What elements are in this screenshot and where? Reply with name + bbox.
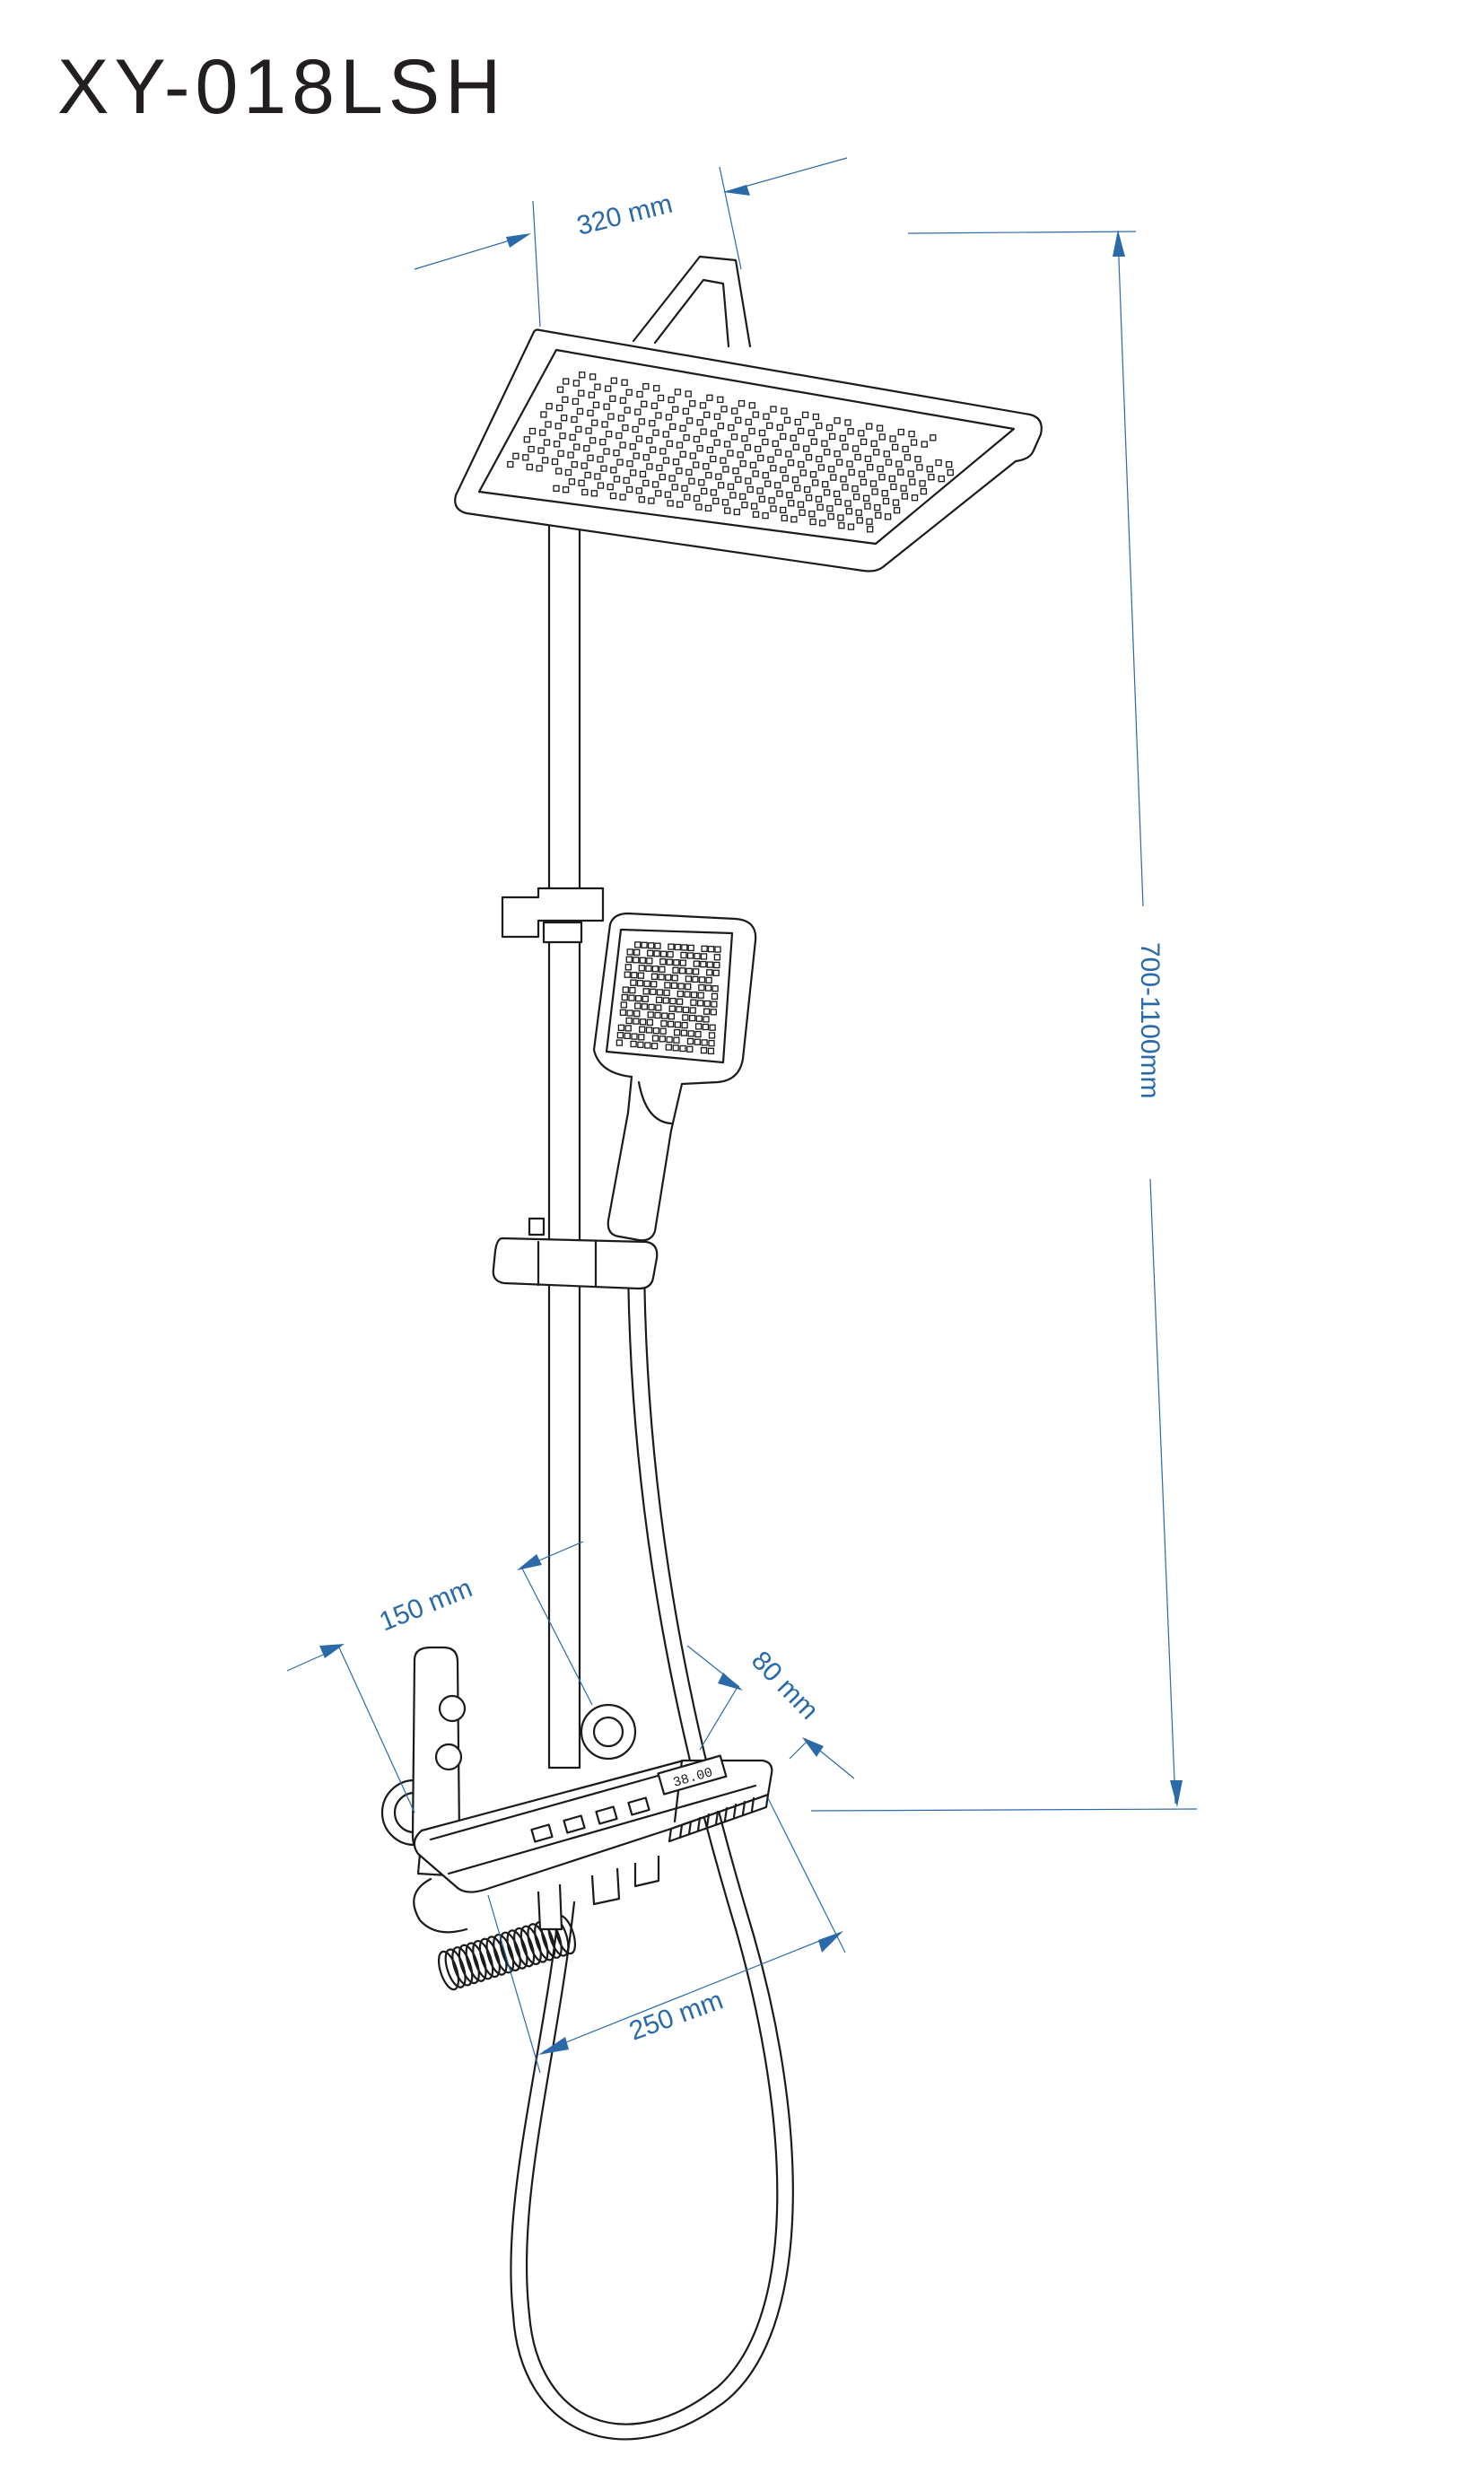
shower-arm bbox=[632, 255, 752, 348]
slide-bar-holder bbox=[492, 1217, 659, 1290]
bidet-sprayer bbox=[380, 1646, 468, 1934]
dimension-label-320: 320 mm bbox=[574, 189, 676, 241]
spray-holes bbox=[507, 371, 954, 533]
thermostatic-shelf: 38.00 bbox=[413, 1754, 773, 1931]
shower-hose bbox=[525, 1245, 779, 2425]
riser-pipe bbox=[547, 519, 581, 1770]
dimension-label-height: 700-1100mm bbox=[1135, 942, 1165, 1099]
dimension-label-80: 80 mm bbox=[746, 1646, 824, 1726]
function-button-2 bbox=[563, 1814, 586, 1834]
spiral-hose bbox=[437, 1914, 577, 1991]
page-title: XY-018LSH bbox=[57, 44, 507, 130]
hand-shower bbox=[592, 912, 757, 1242]
dimension-label-150: 150 mm bbox=[375, 1573, 476, 1637]
rain-shower-head bbox=[454, 328, 1043, 572]
function-button-3 bbox=[595, 1805, 618, 1825]
function-button-4 bbox=[627, 1796, 650, 1816]
dimension-label-250: 250 mm bbox=[625, 1986, 727, 2047]
wall-bracket bbox=[580, 1703, 637, 1761]
dimension-320: 320 mm bbox=[414, 157, 848, 328]
handshower-holder bbox=[501, 887, 605, 944]
function-button-1 bbox=[530, 1823, 554, 1843]
temperature-display bbox=[657, 1754, 728, 1796]
hand-spray-holes bbox=[615, 941, 721, 1054]
dimension-height: 700-1100mm bbox=[810, 230, 1198, 1812]
temperature-knob bbox=[668, 1793, 770, 1843]
